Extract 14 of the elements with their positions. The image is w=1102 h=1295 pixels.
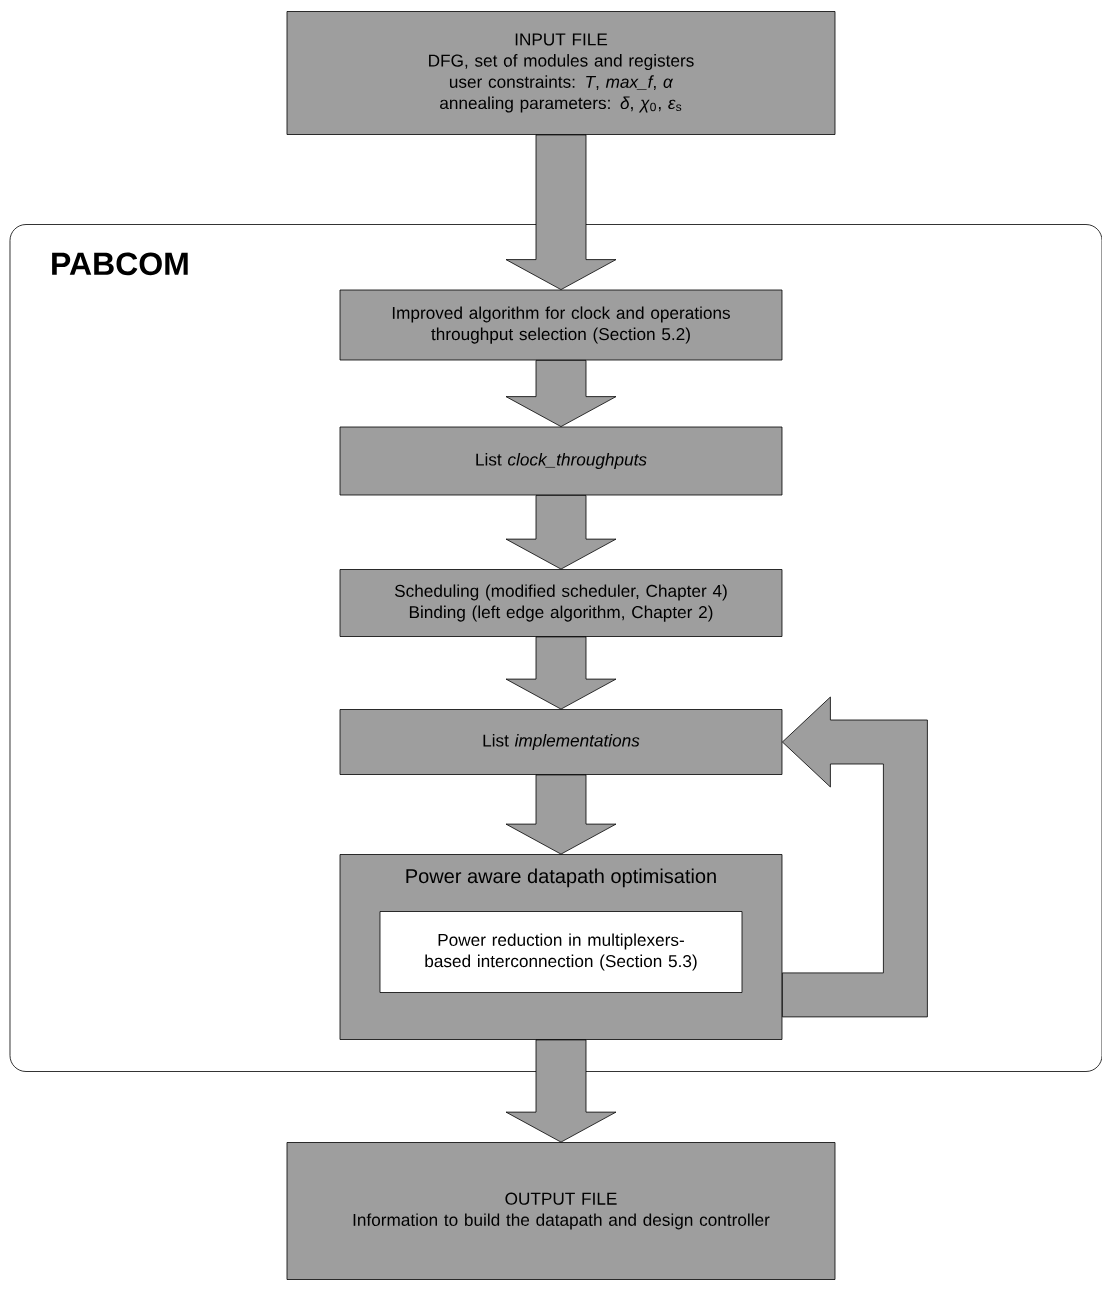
process-box: OUTPUT FILE Information to build the datapath and design controller — [286, 1142, 836, 1280]
process-box: Improved algorithm for clock and operations throughput selection (Section 5.2) — [339, 289, 783, 361]
process-box: Scheduling (modified scheduler, Chapter 4) Binding (left edge algorithm, Chapter 2) — [339, 569, 783, 637]
block-arrow — [505, 1039, 617, 1143]
process-box: List clock_throughputs — [339, 426, 783, 496]
block-arrow — [505, 495, 617, 570]
block-arrow — [505, 636, 617, 710]
block-arrow — [505, 134, 617, 290]
process-box: List implementations — [339, 709, 783, 775]
block-arrow — [505, 360, 617, 427]
loop-arrow — [782, 696, 928, 1018]
process-box: INPUT FILE DFG, set of modules and registers user constraints: T, max_f, α annealing parameters: δ, χ$_{0}$, ε$_{s}$ — [286, 11, 836, 135]
block-arrow — [505, 774, 617, 855]
subprocess-box: Power reduction in multiplexers-based interconnection (Section 5.3) — [379, 911, 743, 993]
